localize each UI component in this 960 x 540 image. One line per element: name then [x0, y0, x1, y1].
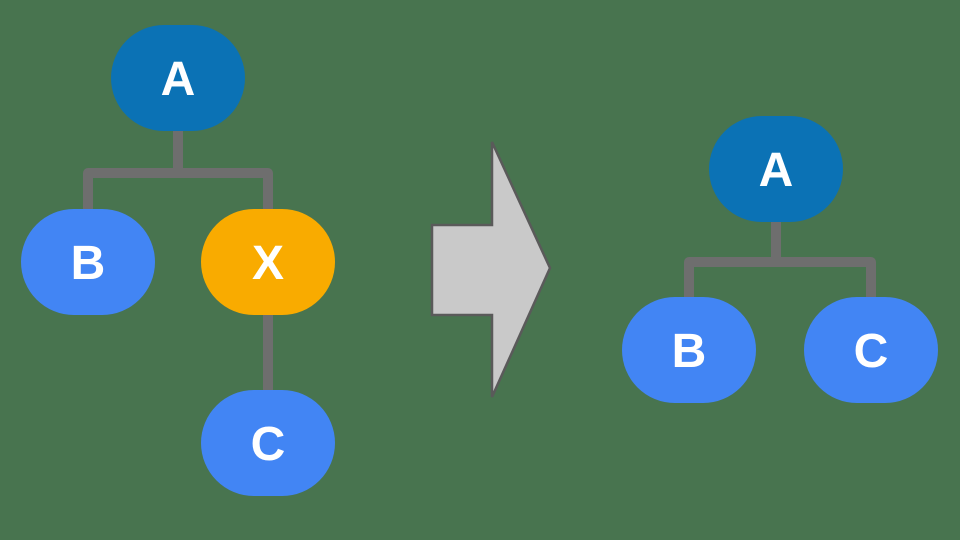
node-b-before-label: B: [71, 237, 106, 290]
node-b-after-label: B: [672, 325, 707, 378]
edge-a-to-b-and-x: [83, 168, 273, 215]
node-c-before-label: C: [251, 418, 286, 471]
node-x-before-label: X: [252, 237, 284, 290]
node-x-before: [201, 209, 335, 315]
edge-a-to-b-and-c: [684, 257, 876, 302]
node-a-before: [111, 25, 245, 131]
node-a-before-label: A: [161, 53, 196, 106]
after-tree: A B C: [622, 116, 938, 403]
node-a-after: [709, 116, 843, 222]
node-b-after: [622, 297, 756, 403]
node-c-after: [804, 297, 938, 403]
node-b-before: [21, 209, 155, 315]
before-tree: A B X C: [21, 25, 335, 496]
transform-arrow-icon: [430, 141, 552, 398]
node-c-after-label: C: [854, 325, 889, 378]
node-a-after-label: A: [759, 144, 794, 197]
node-c-before: [201, 390, 335, 496]
